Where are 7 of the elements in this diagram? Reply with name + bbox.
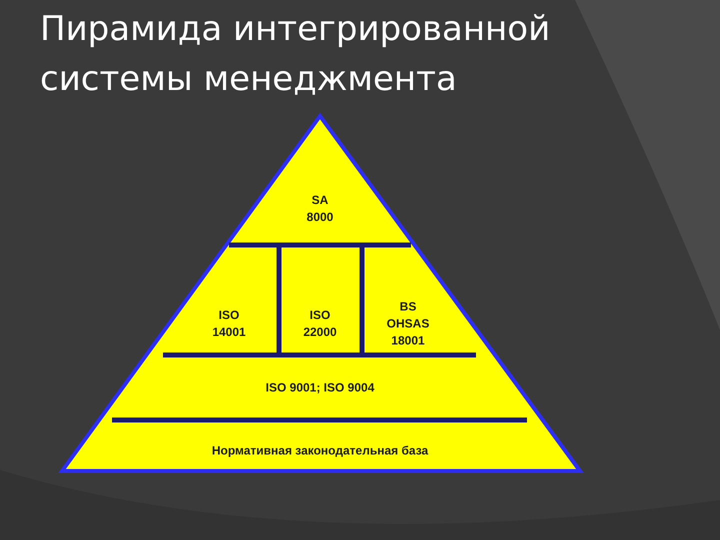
pyramid-tier-label: BS OHSAS 18001 xyxy=(386,298,430,350)
slide-title: Пирамида интегрированной системы менеджмента xyxy=(40,8,552,101)
pyramid-tier-label: ISO 22000 xyxy=(303,307,337,341)
pyramid-tier-label: SA 8000 xyxy=(306,192,334,226)
pyramid-tier-label: Нормативная законодательная база xyxy=(212,442,428,460)
pyramid-tier-label: ISO 14001 xyxy=(212,307,246,341)
pyramid-tier-label: ISO 9001; ISO 9004 xyxy=(266,380,374,396)
